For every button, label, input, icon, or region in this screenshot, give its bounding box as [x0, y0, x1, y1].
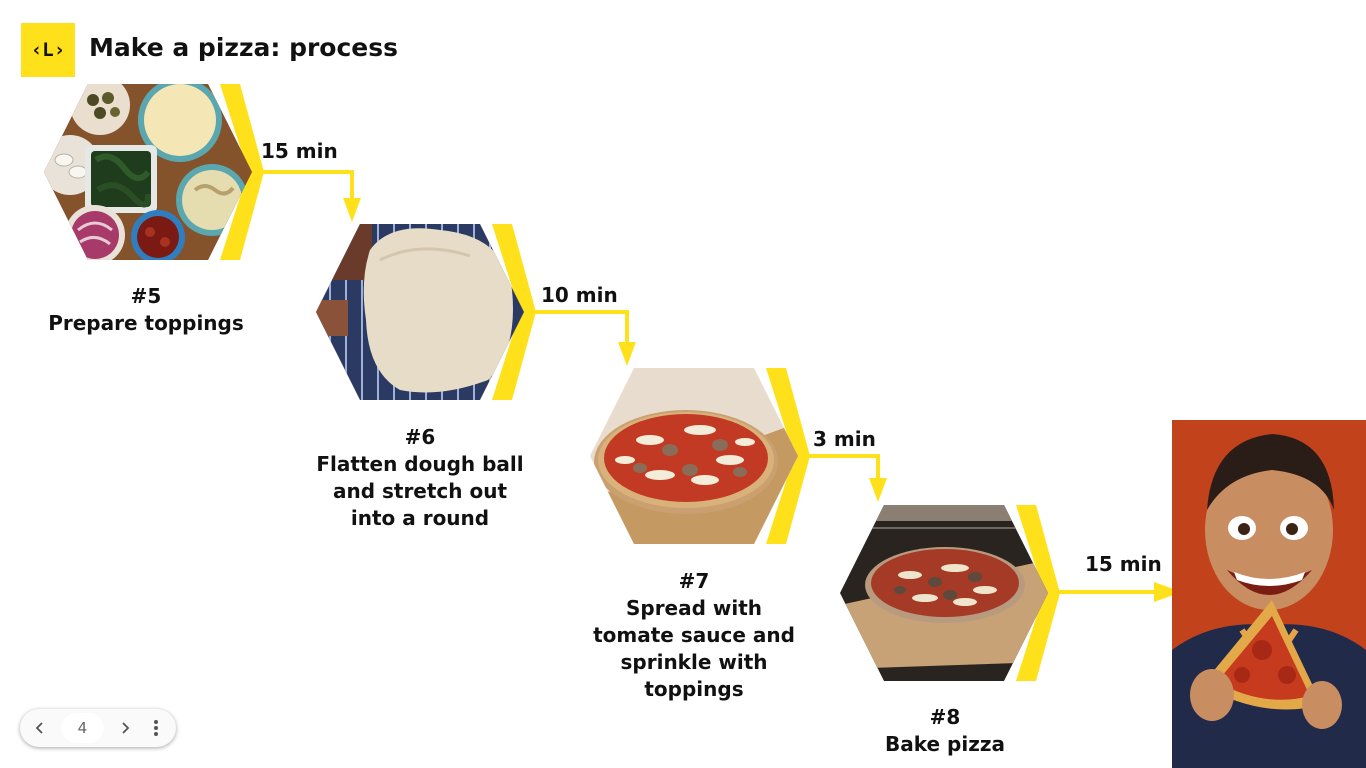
page-number[interactable]: 4	[61, 713, 104, 743]
connector-3	[808, 454, 887, 502]
step-number: #5	[130, 284, 162, 308]
slide-navigator: 4	[20, 709, 176, 747]
step-7-hexagon	[590, 368, 810, 544]
connector-4	[1058, 582, 1182, 602]
step-8-hexagon	[840, 505, 1060, 681]
step-8-label: #8 Bake pizza	[845, 704, 1045, 758]
chevron-right-icon[interactable]	[114, 716, 137, 740]
step-6-label: #6 Flatten dough ball and stretch out in…	[300, 424, 540, 532]
step-5-label: #5 Prepare toppings	[40, 283, 252, 337]
logo: ‹L›	[21, 23, 75, 77]
step-number: #7	[678, 569, 710, 593]
connector-2	[535, 310, 636, 366]
duration-label: 15 min	[261, 139, 338, 163]
toppings-bowls-photo	[44, 84, 252, 260]
chevron-left-icon[interactable]	[28, 716, 51, 740]
duration-label: 3 min	[813, 427, 876, 451]
step-6-hexagon	[316, 224, 536, 400]
connector-1	[262, 170, 361, 222]
duration-label: 15 min	[1085, 552, 1162, 576]
stretched-dough-photo	[316, 224, 524, 400]
step-7-label: #7 Spread with tomate sauce and sprinkle…	[574, 568, 814, 703]
step-description: Spread with tomate sauce and sprinkle wi…	[593, 596, 795, 701]
step-description: Prepare toppings	[48, 311, 244, 335]
step-number: #8	[929, 705, 961, 729]
step-description: Bake pizza	[885, 732, 1005, 756]
step-5-hexagon	[44, 84, 264, 260]
pizza-in-oven-photo	[840, 505, 1048, 681]
step-description: Flatten dough ball and stretch out into …	[316, 452, 524, 530]
page-title: Make a pizza: process	[89, 33, 399, 62]
topped-pizza-photo	[590, 368, 798, 544]
step-number: #6	[404, 425, 436, 449]
boy-eating-pizza-photo	[1172, 420, 1366, 768]
duration-label: 10 min	[541, 283, 618, 307]
more-vert-icon[interactable]	[145, 716, 168, 740]
